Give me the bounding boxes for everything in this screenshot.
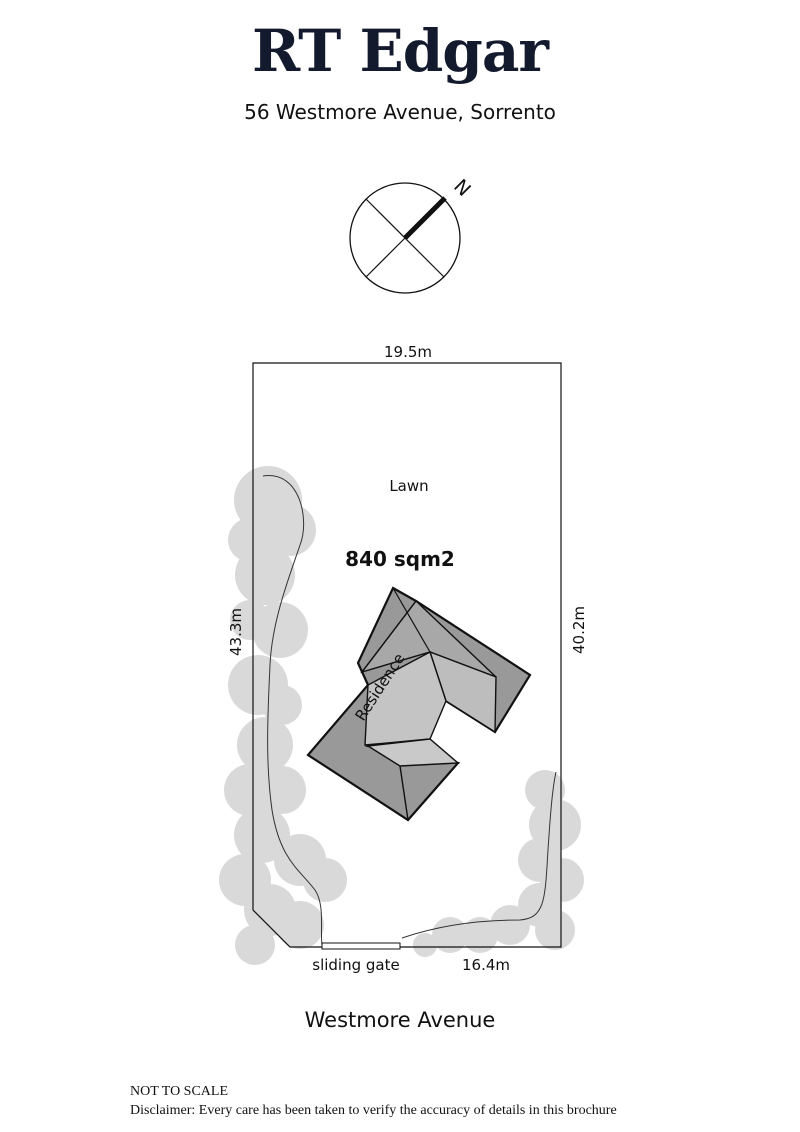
garden-path-left xyxy=(262,475,323,946)
lawn-label: Lawn xyxy=(389,477,428,495)
scale-note: NOT TO SCALE xyxy=(130,1084,229,1099)
compass-icon: N xyxy=(349,175,475,294)
sliding-gate xyxy=(321,942,401,950)
brand-logo: RT Edgar xyxy=(252,17,549,85)
top-boundary-dimension: 19.5m xyxy=(384,343,432,361)
sliding-gate-label: sliding gate xyxy=(312,956,399,974)
property-address: 56 Westmore Avenue, Sorrento xyxy=(244,100,556,124)
garden-path-right xyxy=(401,771,557,939)
trees-left xyxy=(219,466,347,965)
residence-building xyxy=(306,586,532,822)
street-name: Westmore Avenue xyxy=(304,1008,496,1032)
left-boundary-dimension: 43.3m xyxy=(227,608,245,656)
trees-right xyxy=(413,770,584,957)
bottom-boundary-dimension: 16.4m xyxy=(462,956,510,974)
property-boundary xyxy=(252,362,562,948)
disclaimer-text: Disclaimer: Every care has been taken to… xyxy=(130,1102,617,1118)
land-area-label: 840 sqm2 xyxy=(345,547,455,571)
right-boundary-dimension: 40.2m xyxy=(570,606,588,654)
north-label: N xyxy=(449,175,475,201)
footer: NOT TO SCALE Disclaimer: Every care has … xyxy=(130,1083,617,1121)
